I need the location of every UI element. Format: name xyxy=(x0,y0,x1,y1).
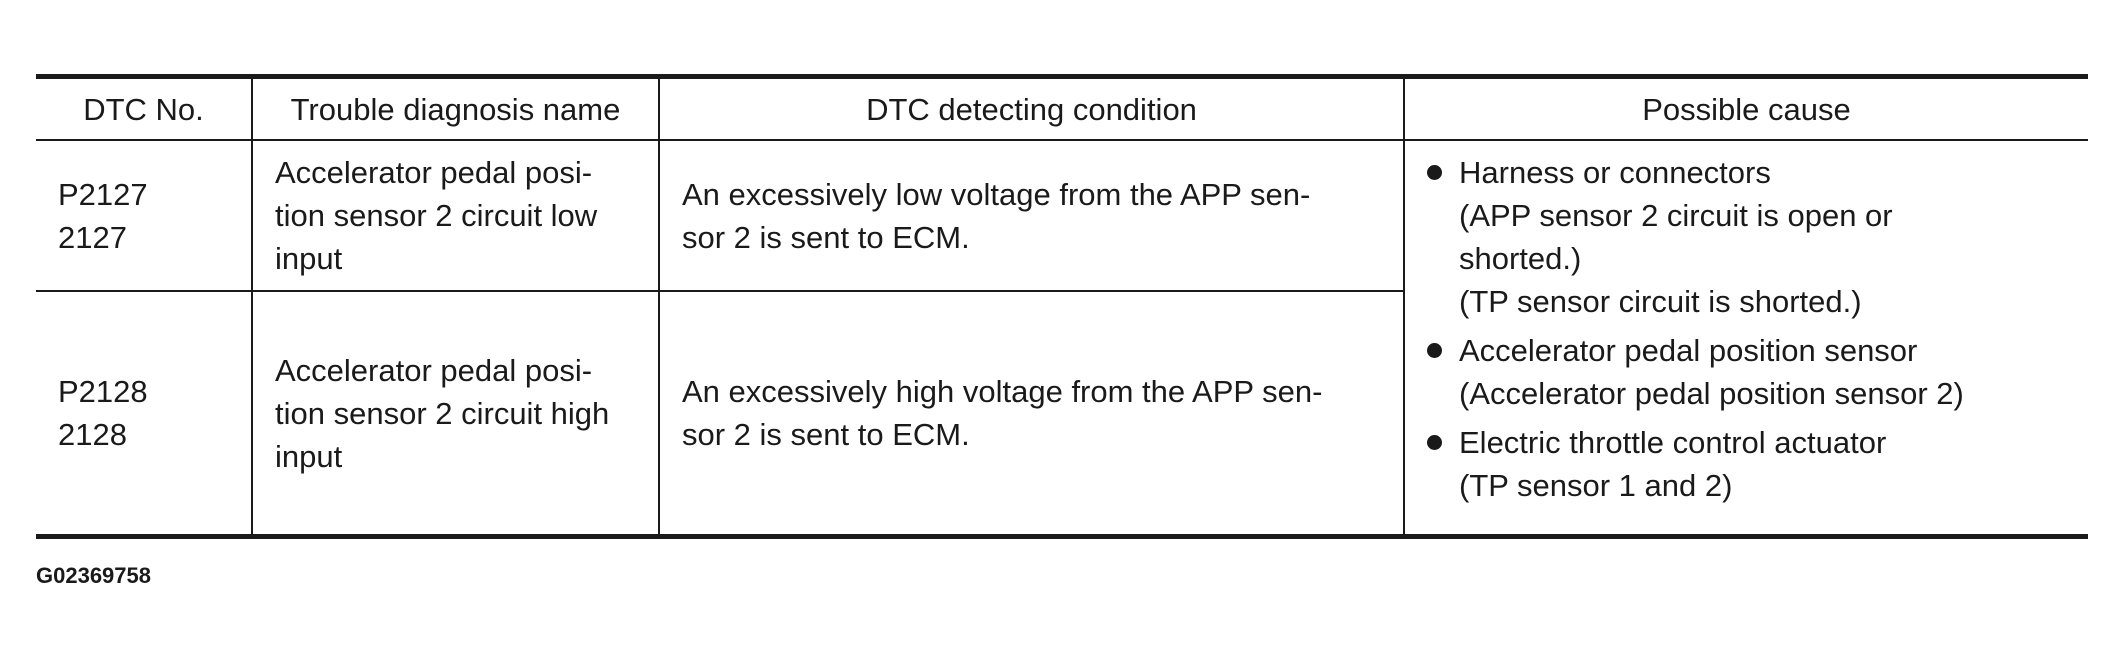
diagnosis-name-line: input xyxy=(275,438,343,474)
dtc-code-short: 2127 xyxy=(58,219,127,255)
diagnosis-name-cell: Accelerator pedal posi- tion sensor 2 ci… xyxy=(251,291,660,537)
detecting-condition-cell: An excessively high voltage from the APP… xyxy=(658,291,1404,537)
condition-line: An excessively high voltage from the APP… xyxy=(682,374,1323,409)
list-item: Harness or connectors (APP sensor 2 circ… xyxy=(1427,151,2078,323)
table-header-row: DTC No. Trouble diagnosis name DTC detec… xyxy=(36,76,2088,141)
dtc-number-cell: P2128 2128 xyxy=(36,291,253,537)
dtc-code: P2128 xyxy=(58,374,148,409)
dtc-table: DTC No. Trouble diagnosis name DTC detec… xyxy=(36,74,2088,539)
cause-title: Harness or connectors xyxy=(1459,155,1771,190)
cause-title: Electric throttle control actuator xyxy=(1459,425,1887,460)
header-dtc-no: DTC No. xyxy=(36,76,253,141)
diagnosis-name-line: Accelerator pedal posi- xyxy=(275,155,593,190)
diagnosis-name-line: input xyxy=(275,241,343,276)
figure-id: G02369758 xyxy=(36,563,151,588)
diagnosis-name-cell: Accelerator pedal posi- tion sensor 2 ci… xyxy=(251,140,660,292)
list-item: Accelerator pedal position sensor (Accel… xyxy=(1427,329,2078,415)
bullet-icon xyxy=(1427,343,1442,358)
table-row: P2128 2128 Accelerator pedal posi- tion … xyxy=(36,291,2088,537)
condition-line: sor 2 is sent to ECM. xyxy=(682,417,970,452)
dtc-number-cell: P2127 2127 xyxy=(36,140,253,292)
bullet-icon xyxy=(1427,435,1442,450)
condition-line: sor 2 is sent to ECM. xyxy=(682,219,970,255)
detecting-condition-cell: An excessively low voltage from the APP … xyxy=(658,140,1405,292)
diagnosis-name-line: Accelerator pedal posi- xyxy=(275,352,593,388)
list-item: Electric throttle control actuator (TP s… xyxy=(1427,421,2078,507)
cause-detail: (TP sensor 1 and 2) xyxy=(1459,468,1733,503)
cause-detail: (APP sensor 2 circuit is open or xyxy=(1459,198,1893,233)
possible-cause-cell: Harness or connectors (APP sensor 2 circ… xyxy=(1403,140,2088,537)
header-trouble-diagnosis-name: Trouble diagnosis name xyxy=(251,76,660,141)
cause-detail: shorted.) xyxy=(1459,241,1582,276)
bullet-icon xyxy=(1427,165,1442,180)
cause-title: Accelerator pedal position sensor xyxy=(1459,333,1918,368)
possible-cause-list: Harness or connectors (APP sensor 2 circ… xyxy=(1427,151,2078,507)
condition-line: An excessively low voltage from the APP … xyxy=(682,176,1311,212)
cause-detail: (Accelerator pedal position sensor 2) xyxy=(1459,376,1964,411)
diagnosis-name-line: tion sensor 2 circuit high xyxy=(275,395,610,431)
dtc-code: P2127 xyxy=(58,176,148,212)
header-possible-cause: Possible cause xyxy=(1403,76,2088,141)
table-row: P2127 2127 Accelerator pedal posi- tion … xyxy=(36,140,2088,537)
header-dtc-detecting-condition: DTC detecting condition xyxy=(658,76,1405,141)
dtc-code-short: 2128 xyxy=(58,417,127,452)
cause-detail: (TP sensor circuit is shorted.) xyxy=(1459,284,1862,319)
diagnosis-name-line: tion sensor 2 circuit low xyxy=(275,198,598,233)
